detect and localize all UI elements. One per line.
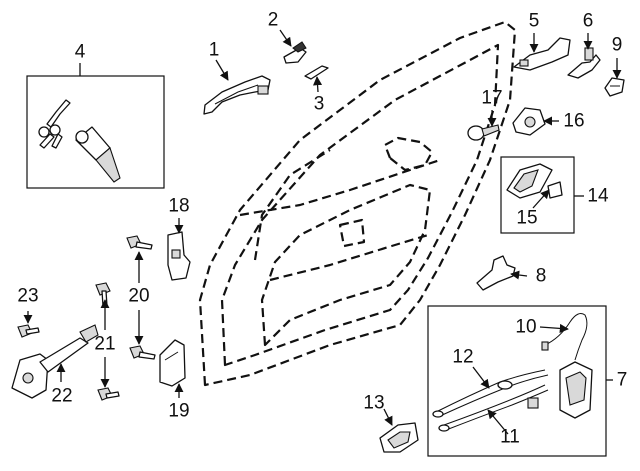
callout-3: 3 [314,94,325,115]
callout-10: 10 [515,317,536,338]
bolt-21-lower [97,387,120,401]
part-19-bracket [159,339,186,387]
callout-15: 15 [516,208,537,229]
part-22-door-check [11,324,99,399]
callout-20: 20 [128,286,149,307]
callout-9: 9 [612,35,623,56]
callout-18: 18 [168,196,189,217]
bolt-21-upper [95,282,111,307]
part-5-bracket [513,37,571,71]
callout-13: 13 [363,393,384,414]
callout-17: 17 [481,88,502,109]
part-latch-assembly [427,305,613,457]
callout-23: 23 [17,286,38,307]
leader-lines [23,29,622,435]
callout-21: 21 [94,334,115,355]
callout-4: 4 [75,42,86,63]
callout-16: 16 [563,111,584,132]
part-13-handle-bezel [379,422,419,453]
bolt-23 [17,324,40,338]
callout-7: 7 [617,370,628,391]
part-18-bracket [167,231,191,281]
part-16-striker [512,107,546,136]
part-lock-cylinder-set [26,63,165,189]
lock-cylinder-box [26,75,165,189]
bolt-20-lower [129,345,156,360]
callout-22: 22 [51,386,72,407]
callout-11: 11 [500,427,520,448]
bolt-20-upper [126,235,153,250]
part-6-rod-clip [567,47,601,79]
callout-labels: 1 2 3 4 5 6 7 8 9 10 11 12 13 14 15 16 1… [17,10,627,448]
part-gasket [304,65,329,80]
part-handle-cap [283,41,307,64]
part-9-clip [604,77,625,97]
part-outside-handle [203,75,271,115]
callout-14: 14 [587,186,609,207]
callout-1: 1 [209,40,220,61]
callout-6: 6 [583,11,594,32]
callout-12: 12 [452,347,473,368]
door-outline [198,20,517,387]
part-inside-handle-set [500,156,584,234]
callout-8: 8 [536,266,547,287]
callout-19: 19 [168,401,189,422]
bolts [17,235,156,401]
part-17-screw [467,124,500,141]
part-8-trim [476,255,516,291]
callout-2: 2 [268,10,279,31]
callout-5: 5 [529,11,540,32]
